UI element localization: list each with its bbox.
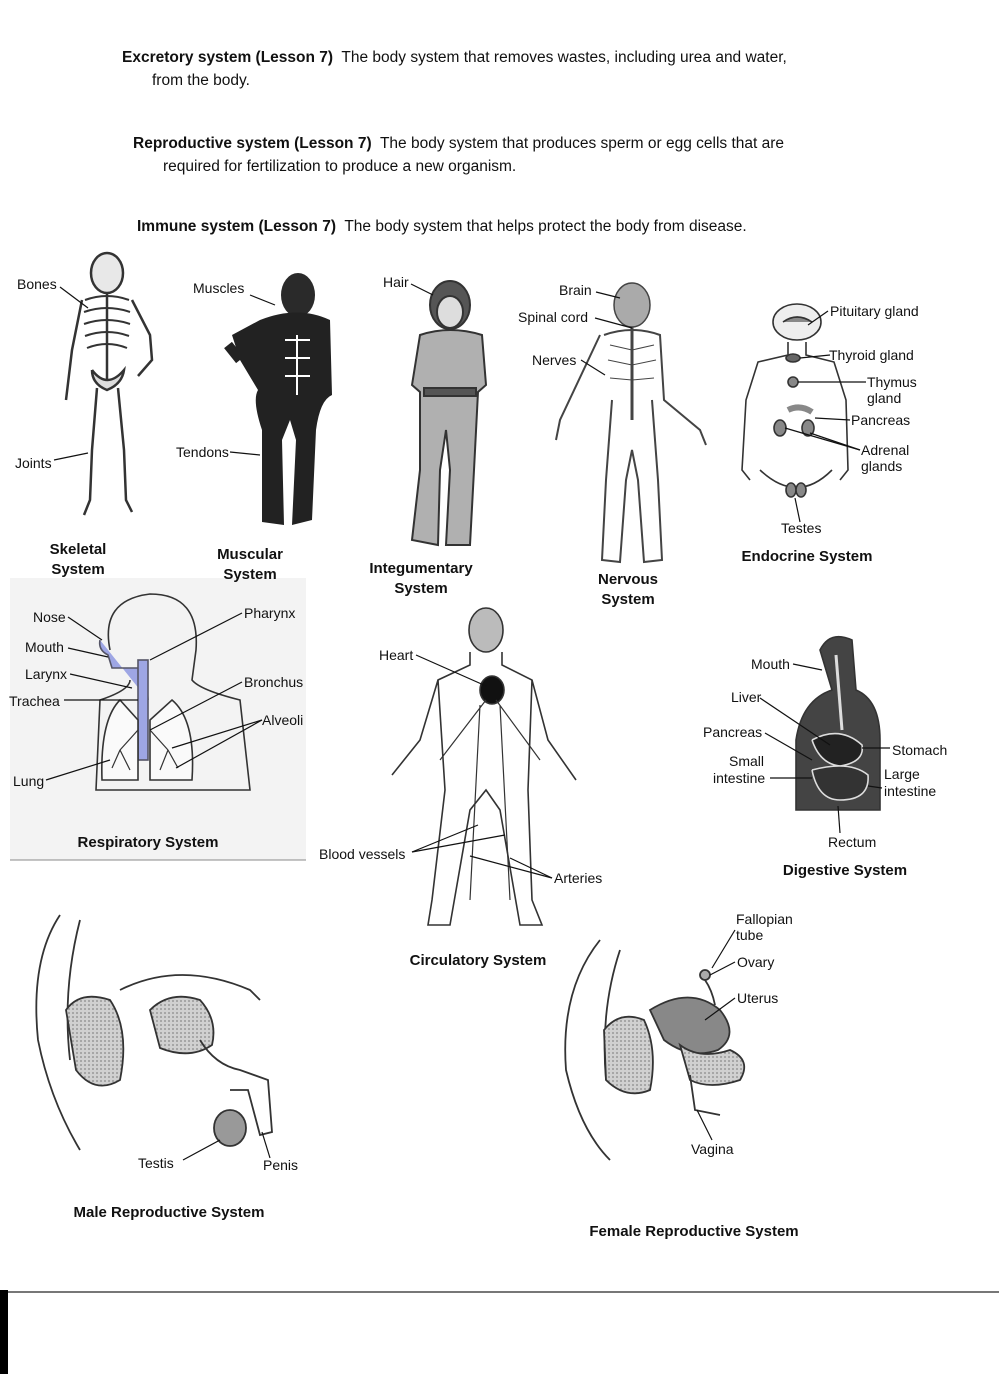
caption-integumentary-1: Integumentary (369, 560, 473, 577)
label-mouth-resp: Mouth (25, 639, 64, 655)
endocrine-figure (741, 303, 849, 498)
caption-circulatory: Circulatory System (409, 952, 547, 969)
definition-excretory-text: The body system that removes wastes, inc… (341, 49, 787, 66)
definition-reproductive-text: The body system that produces sperm or e… (379, 135, 785, 152)
label-heart: Heart (379, 647, 414, 663)
caption-respiratory: Respiratory System (77, 834, 219, 851)
definition-excretory: Excretory system (Lesson 7) The body sys… (122, 47, 842, 69)
female-reproductive-figure (564, 939, 746, 1161)
label-pharynx: Pharynx (244, 605, 296, 621)
label-thymus-1: Thymus (867, 374, 917, 390)
label-adrenal-1: Adrenal (861, 442, 910, 458)
label-penis: Penis (263, 1157, 299, 1173)
definition-immune-text: The body system that helps protect the b… (344, 218, 747, 235)
term-excretory: Excretory system (Lesson 7) (122, 49, 334, 66)
label-ovary: Ovary (737, 954, 775, 970)
label-lung: Lung (13, 773, 45, 789)
nervous-figure (555, 282, 707, 564)
label-brain: Brain (559, 282, 592, 298)
definition-excretory-cont: from the body. (152, 72, 250, 89)
leader-lines (45, 283, 890, 1161)
label-pancreas-digestive: Pancreas (703, 724, 763, 740)
caption-nervous-1: Nervous (597, 571, 659, 588)
definition-reproductive-cont: required for fertilization to produce a … (163, 158, 517, 175)
caption-endocrine: Endocrine System (741, 548, 873, 565)
label-hair: Hair (383, 274, 409, 290)
caption-muscular-2: System (223, 566, 277, 583)
label-nose: Nose (33, 609, 66, 625)
label-large-intestine-1: Large (884, 766, 920, 782)
label-nerves: Nerves (532, 352, 577, 368)
muscular-figure (224, 273, 332, 525)
caption-skeletal-2: System (51, 561, 105, 578)
label-vagina: Vagina (691, 1141, 734, 1157)
label-testes: Testes (781, 520, 822, 536)
label-liver: Liver (731, 689, 762, 705)
label-fallopian-2: tube (736, 927, 764, 943)
label-trachea: Trachea (9, 693, 60, 709)
scan-edge-line (0, 1291, 999, 1293)
male-reproductive-figure (35, 914, 273, 1151)
label-alveoli: Alveoli (262, 712, 304, 728)
label-small-intestine-2: intestine (713, 770, 766, 786)
label-adrenal-2: glands (861, 458, 903, 474)
label-tendons: Tendons (176, 444, 229, 460)
caption-integumentary-2: System (394, 580, 448, 597)
caption-female-reproductive: Female Reproductive System (589, 1223, 799, 1240)
label-thymus-2: gland (867, 390, 902, 406)
label-muscles: Muscles (193, 280, 245, 296)
circulatory-figure (391, 607, 577, 926)
label-pituitary-gland: Pituitary gland (830, 303, 919, 319)
label-thyroid-gland: Thyroid gland (829, 347, 914, 363)
term-reproductive: Reproductive system (Lesson 7) (133, 135, 372, 152)
label-small-intestine-1: Small (729, 753, 765, 769)
label-testis: Testis (138, 1155, 174, 1171)
definition-immune: Immune system (Lesson 7) The body system… (137, 216, 857, 238)
label-large-intestine-2: intestine (884, 783, 937, 799)
label-bronchus: Bronchus (244, 674, 304, 690)
respiratory-figure (95, 593, 251, 791)
caption-male-reproductive: Male Reproductive System (73, 1204, 265, 1221)
label-blood-vessels: Blood vessels (319, 846, 406, 862)
label-uterus: Uterus (737, 990, 779, 1006)
label-stomach: Stomach (892, 742, 948, 758)
term-immune: Immune system (Lesson 7) (137, 218, 336, 235)
label-pancreas-endocrine: Pancreas (851, 412, 911, 428)
caption-digestive: Digestive System (782, 862, 908, 879)
integumentary-figure (410, 280, 488, 547)
label-larynx: Larynx (25, 666, 68, 682)
label-bones: Bones (17, 276, 57, 292)
digestive-figure (795, 635, 881, 811)
label-spinal-cord: Spinal cord (518, 309, 589, 325)
label-rectum: Rectum (828, 834, 877, 850)
definition-reproductive: Reproductive system (Lesson 7) The body … (133, 133, 853, 155)
scan-edge-bar (0, 1290, 8, 1374)
label-mouth-digestive: Mouth (751, 656, 790, 672)
label-arteries: Arteries (554, 870, 603, 886)
label-fallopian-1: Fallopian (736, 911, 793, 927)
skeleton-figure (64, 251, 154, 516)
label-joints: Joints (15, 455, 52, 471)
caption-skeletal-1: Skeletal (49, 541, 107, 558)
caption-muscular-1: Muscular (217, 546, 283, 563)
caption-nervous-2: System (601, 591, 655, 608)
